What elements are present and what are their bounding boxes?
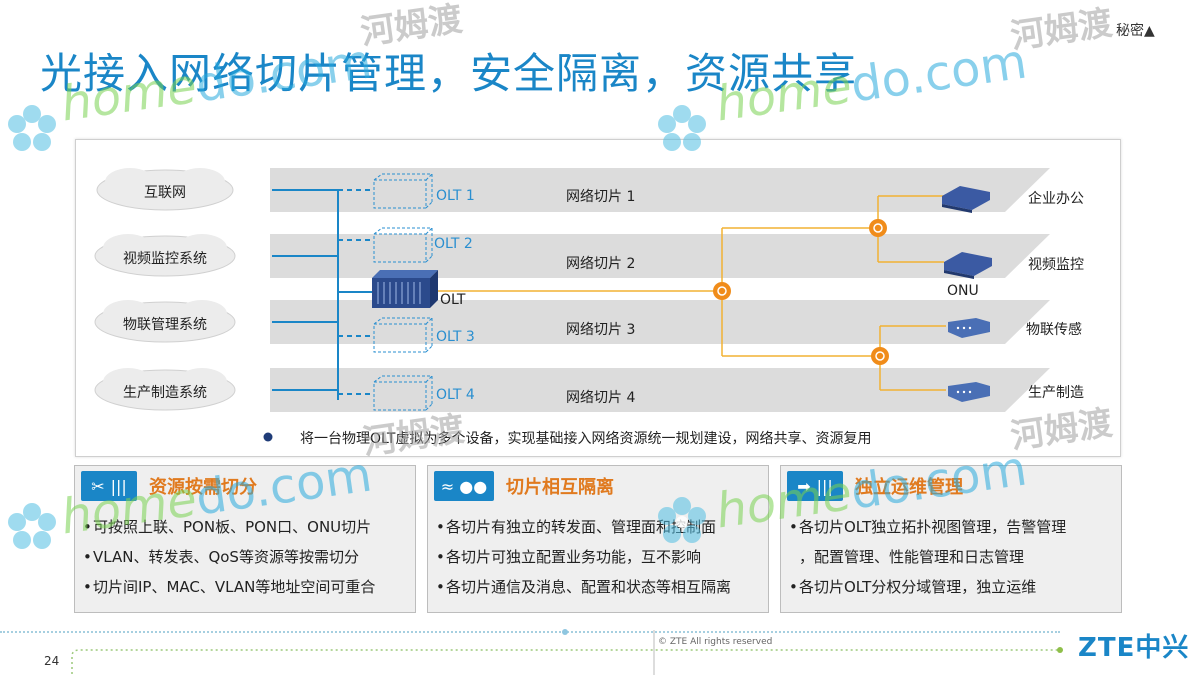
virtual-olt-3-icon xyxy=(373,317,433,353)
page-number: 24 xyxy=(44,654,60,668)
physical-olt-label: OLT xyxy=(440,292,466,308)
virtual-olt-1-label: OLT 1 xyxy=(436,188,475,204)
zte-logo: ZTE中兴 xyxy=(1078,633,1190,663)
panel-list: •各切片OLT独立拓扑视图管理，告警管理 ，配置管理、性能管理和日志管理 •各切… xyxy=(789,512,1066,602)
cloud-label-manufacturing: 生产制造系统 xyxy=(123,385,207,401)
list-item: •VLAN、转发表、QoS等资源等按需切分 xyxy=(83,548,359,566)
virtual-olt-3-label: OLT 3 xyxy=(436,329,475,345)
splitter-lower-icon xyxy=(871,347,889,365)
list-item: ，配置管理、性能管理和日志管理 xyxy=(799,548,1025,566)
panel-title: 资源按需切分 xyxy=(149,477,257,498)
panel-list: •可按照上联、PON板、PON口、ONU切片 •VLAN、转发表、QoS等资源等… xyxy=(83,512,375,602)
cloud-label-internet: 互联网 xyxy=(144,185,186,201)
cloud-iot xyxy=(94,300,236,343)
cloud-internet xyxy=(96,168,234,211)
classification-label: 秘密▲ xyxy=(1116,23,1155,39)
cloud-label-iot: 物联管理系统 xyxy=(123,317,207,333)
cloud-label-video: 视频监控系统 xyxy=(123,251,207,267)
onu-manufacturing-icon xyxy=(948,382,990,402)
list-item: •切片间IP、MAC、VLAN等地址空间可重合 xyxy=(83,578,376,596)
splitter-upper-icon xyxy=(869,219,887,237)
slice-plane-1 xyxy=(270,168,1050,212)
virtual-olt-4-label: OLT 4 xyxy=(436,387,475,403)
page-title: 光接入网络切片管理，安全隔离，资源共享 xyxy=(40,49,858,98)
onu-office-icon xyxy=(942,186,990,213)
onu-label: ONU xyxy=(947,283,979,299)
forward-icon: ➡ ||| xyxy=(787,471,843,501)
panel-resource-slicing: ✂ ||| 资源按需切分 •可按照上联、PON板、PON口、ONU切片 •VLA… xyxy=(74,465,416,613)
scissors-icon: ✂ ||| xyxy=(81,471,137,501)
virtual-olt-1-icon xyxy=(373,173,433,209)
panel-title: 切片相互隔离 xyxy=(506,477,614,498)
slice-plane-4 xyxy=(270,368,1050,412)
virtual-olt-2-icon xyxy=(373,227,433,263)
list-item: •各切片通信及消息、配置和状态等相互隔离 xyxy=(436,578,732,596)
isolation-icon: ≈ ●● xyxy=(434,471,494,501)
endpoint-video: 视频监控 xyxy=(1028,257,1084,273)
panel-isolation: ≈ ●● 切片相互隔离 •各切片有独立的转发面、管理面和控制面 •各切片可独立配… xyxy=(427,465,769,613)
slice-label-3: 网络切片 3 xyxy=(566,322,636,338)
slice-plane-2 xyxy=(270,234,1050,278)
list-item: •各切片OLT分权分域管理，独立运维 xyxy=(789,578,1037,596)
endpoint-manufacturing: 生产制造 xyxy=(1028,385,1084,401)
onu-iot-icon xyxy=(948,318,990,338)
cloud-video xyxy=(94,234,236,277)
list-item: •可按照上联、PON板、PON口、ONU切片 xyxy=(83,518,372,536)
physical-olt-icon xyxy=(372,270,438,308)
cloud-manufacturing xyxy=(94,368,236,411)
endpoint-iot: 物联传感 xyxy=(1026,322,1082,338)
virtual-olt-2-label: OLT 2 xyxy=(434,236,473,252)
panel-title: 独立运维管理 xyxy=(855,477,963,498)
splitter-main-icon xyxy=(713,282,731,300)
endpoint-office: 企业办公 xyxy=(1028,191,1084,207)
virtual-olt-4-icon xyxy=(373,375,433,411)
footer-divider xyxy=(0,631,1060,633)
list-item: •各切片有独立的转发面、管理面和控制面 xyxy=(436,518,717,536)
onu-video-icon xyxy=(944,252,992,279)
slice-label-1: 网络切片 1 xyxy=(566,189,636,205)
uplink-lines xyxy=(272,189,372,400)
slice-plane-3 xyxy=(270,300,1050,344)
slice-label-2: 网络切片 2 xyxy=(566,256,636,272)
copyright-text: © ZTE All rights reserved xyxy=(658,637,773,647)
slice-label-4: 网络切片 4 xyxy=(566,390,636,406)
virtual-links xyxy=(338,189,372,395)
panel-independent-ops: ➡ ||| 独立运维管理 •各切片OLT独立拓扑视图管理，告警管理 ，配置管理、… xyxy=(780,465,1122,613)
footer-decoration xyxy=(71,629,1063,675)
diagram-summary: 将一台物理OLT虚拟为多个设备，实现基础接入网络资源统一规划建设，网络共享、资源… xyxy=(300,431,872,447)
panel-list: •各切片有独立的转发面、管理面和控制面 •各切片可独立配置业务功能，互不影响 •… xyxy=(436,512,731,602)
list-item: •各切片可独立配置业务功能，互不影响 xyxy=(436,548,702,566)
fiber-lines xyxy=(438,195,946,391)
summary-bullet-icon xyxy=(263,432,273,442)
list-item: •各切片OLT独立拓扑视图管理，告警管理 xyxy=(789,518,1067,536)
